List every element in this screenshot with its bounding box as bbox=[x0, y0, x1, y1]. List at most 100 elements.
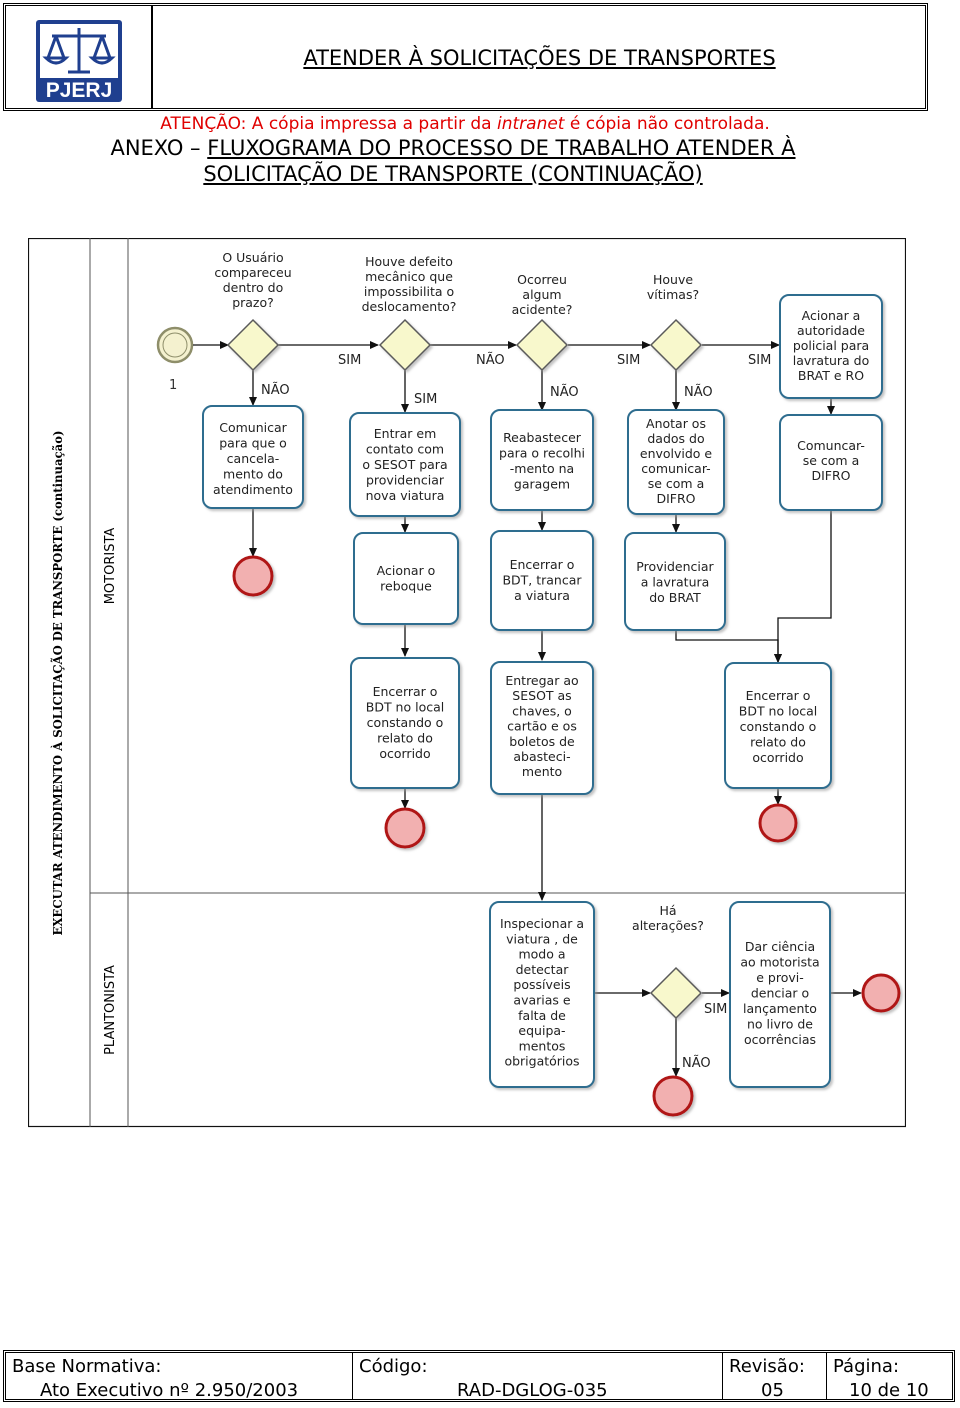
task-t5-line-5: BRAT e RO bbox=[798, 368, 864, 383]
footer-code-label: Código: bbox=[359, 1356, 428, 1377]
document-title: ATENDER À SOLICITAÇÕES DE TRANSPORTES bbox=[303, 46, 776, 70]
question-q1-line-2: compareceu bbox=[214, 265, 291, 280]
task-t1-line-1: Comunicar bbox=[219, 420, 287, 435]
task-box-t12 bbox=[724, 662, 832, 789]
flowchart: EXECUTAR ATENDIMENTO À SOLICITAÇÃO DE TR… bbox=[27, 237, 907, 1128]
task-t3-line-2: para o recolhi bbox=[499, 446, 585, 461]
task-t12-line-3: constando o bbox=[740, 719, 817, 734]
task-t2-line-5: nova viatura bbox=[366, 488, 445, 503]
logo-cell: PJERJ bbox=[6, 6, 153, 108]
flowchart-diagram: EXECUTAR ATENDIMENTO À SOLICITAÇÃO DE TR… bbox=[27, 237, 907, 1128]
task-box-t4 bbox=[627, 409, 725, 515]
task-t1-line-3: cancela- bbox=[227, 451, 280, 466]
task-t13-line-5: possíveis bbox=[513, 977, 570, 992]
task-t4-line-1: Anotar os bbox=[646, 416, 706, 431]
task-t14-line-2: ao motorista bbox=[740, 955, 819, 970]
gateway-q3 bbox=[515, 318, 569, 372]
label-sim-q4: SIM bbox=[748, 353, 771, 368]
gateway-q2 bbox=[378, 318, 432, 372]
task-t11-line-1: Entregar ao bbox=[505, 673, 578, 688]
task-t6-line-1: Comuncar- bbox=[797, 438, 865, 453]
task-t4-line-4: comunicar- bbox=[641, 461, 710, 476]
label-nao-q5: NÃO bbox=[682, 1055, 711, 1071]
question-q3-line-3: acidente? bbox=[512, 302, 573, 317]
task-t11-line-5: boletos de bbox=[509, 734, 575, 749]
logo-text: PJERJ bbox=[46, 79, 113, 102]
footer-page-value: 10 de 10 bbox=[849, 1380, 929, 1401]
task-t6-line-2: se com a bbox=[803, 453, 860, 468]
warning-emphasis: intranet bbox=[497, 114, 565, 134]
question-q2-line-1: Houve defeito bbox=[365, 254, 453, 269]
gateway-q5 bbox=[649, 966, 703, 1020]
task-t11-line-6: abasteci- bbox=[513, 749, 570, 764]
task-t4-line-2: dados do bbox=[647, 431, 704, 446]
question-q5-line-1: Há bbox=[659, 903, 676, 918]
question-q5-line-2: alterações? bbox=[632, 918, 704, 933]
end-event-5 bbox=[861, 973, 901, 1013]
task-box-t3 bbox=[490, 409, 594, 511]
task-t12-line-2: BDT no local bbox=[739, 704, 817, 719]
task-box-t9 bbox=[624, 532, 726, 631]
task-t13-line-2: viatura , de bbox=[506, 931, 578, 946]
end-event-1 bbox=[232, 555, 274, 597]
task-t2-line-4: providenciar bbox=[366, 473, 445, 488]
question-q4-line-1: Houve bbox=[653, 272, 693, 287]
document-footer: Base Normativa: Ato Executivo nº 2.950/2… bbox=[3, 1350, 955, 1402]
task-t13-line-9: mentos bbox=[519, 1038, 566, 1053]
annex-title-part1: FLUXOGRAMA DO PROCESSO DE TRABALHO ATEND… bbox=[207, 136, 796, 160]
task-t13-line-7: falta de bbox=[518, 1008, 566, 1023]
footer-base-label: Base Normativa: bbox=[12, 1356, 162, 1377]
task-t10-line-5: ocorrido bbox=[379, 746, 430, 761]
task-t9-line-1: Providenciar bbox=[636, 559, 714, 574]
task-t1-line-4: mento do bbox=[223, 467, 283, 482]
footer-revision-cell: Revisão: 05 bbox=[722, 1353, 826, 1401]
label-sim-q3: SIM bbox=[617, 353, 640, 368]
task-box-t13 bbox=[489, 901, 595, 1088]
annex-title-part2: SOLICITAÇÃO DE TRANSPORTE (CONTINUAÇÃO) bbox=[203, 162, 703, 186]
question-q2-line-4: deslocamento? bbox=[362, 299, 457, 314]
annex-label: ANEXO – bbox=[110, 136, 208, 160]
task-t9-line-3: do BRAT bbox=[649, 590, 701, 605]
task-t11-line-2: SESOT as bbox=[512, 688, 571, 703]
task-t5-line-1: Acionar a bbox=[802, 308, 861, 323]
lane-label-motorista: MOTORISTA bbox=[103, 528, 118, 605]
task-t14-line-5: lançamento bbox=[743, 1001, 817, 1016]
start-event-inner bbox=[162, 332, 188, 358]
task-t14-line-3: e provi- bbox=[756, 970, 804, 985]
task-t3-line-1: Reabastecer bbox=[503, 430, 582, 445]
task-t2-line-3: o SESOT para bbox=[362, 457, 447, 472]
task-box-t1 bbox=[202, 405, 304, 509]
task-t13-line-10: obrigatórios bbox=[504, 1054, 579, 1069]
question-q1-line-4: prazo? bbox=[232, 295, 274, 310]
pool-label: EXECUTAR ATENDIMENTO À SOLICITAÇÃO DE TR… bbox=[50, 431, 65, 936]
task-box-t6 bbox=[779, 414, 883, 511]
task-t12-line-4: relato do bbox=[750, 735, 806, 750]
task-t11-line-3: chaves, o bbox=[512, 703, 572, 718]
task-t5-line-2: autoridade bbox=[797, 323, 865, 338]
label-nao-q3: NÃO bbox=[550, 384, 579, 400]
question-q1-line-1: O Usuário bbox=[222, 250, 283, 265]
flow-t6-to-t12 bbox=[774, 510, 832, 663]
task-box-t7 bbox=[353, 532, 459, 625]
task-box-t10 bbox=[350, 657, 460, 789]
question-q3-line-1: Ocorreu bbox=[517, 272, 567, 287]
task-t3-line-3: -mento na bbox=[510, 461, 574, 476]
pjerj-logo: PJERJ bbox=[36, 20, 122, 102]
end-event-3 bbox=[758, 803, 798, 843]
warning-suffix: é cópia não controlada. bbox=[564, 114, 770, 134]
task-t10-line-3: constando o bbox=[367, 715, 444, 730]
task-t5-line-4: lavratura do bbox=[793, 353, 870, 368]
task-box-t2 bbox=[349, 412, 461, 517]
question-q2-line-2: mecânico que bbox=[365, 269, 453, 284]
question-q1-line-3: dentro do bbox=[223, 280, 284, 295]
task-t9-line-2: a lavratura bbox=[641, 575, 710, 590]
task-t2-line-2: contato com bbox=[366, 442, 444, 457]
task-t11-line-7: mento bbox=[522, 764, 562, 779]
task-t12-line-1: Encerrar o bbox=[746, 688, 811, 703]
footer-page-label: Página: bbox=[833, 1356, 900, 1377]
gateway-q4 bbox=[649, 318, 703, 372]
task-t8-line-3: a viatura bbox=[514, 588, 570, 603]
task-box-t11 bbox=[490, 661, 594, 795]
footer-code-cell: Código: RAD-DGLOG-035 bbox=[352, 1353, 722, 1401]
task-t13-line-4: detectar bbox=[516, 962, 570, 977]
